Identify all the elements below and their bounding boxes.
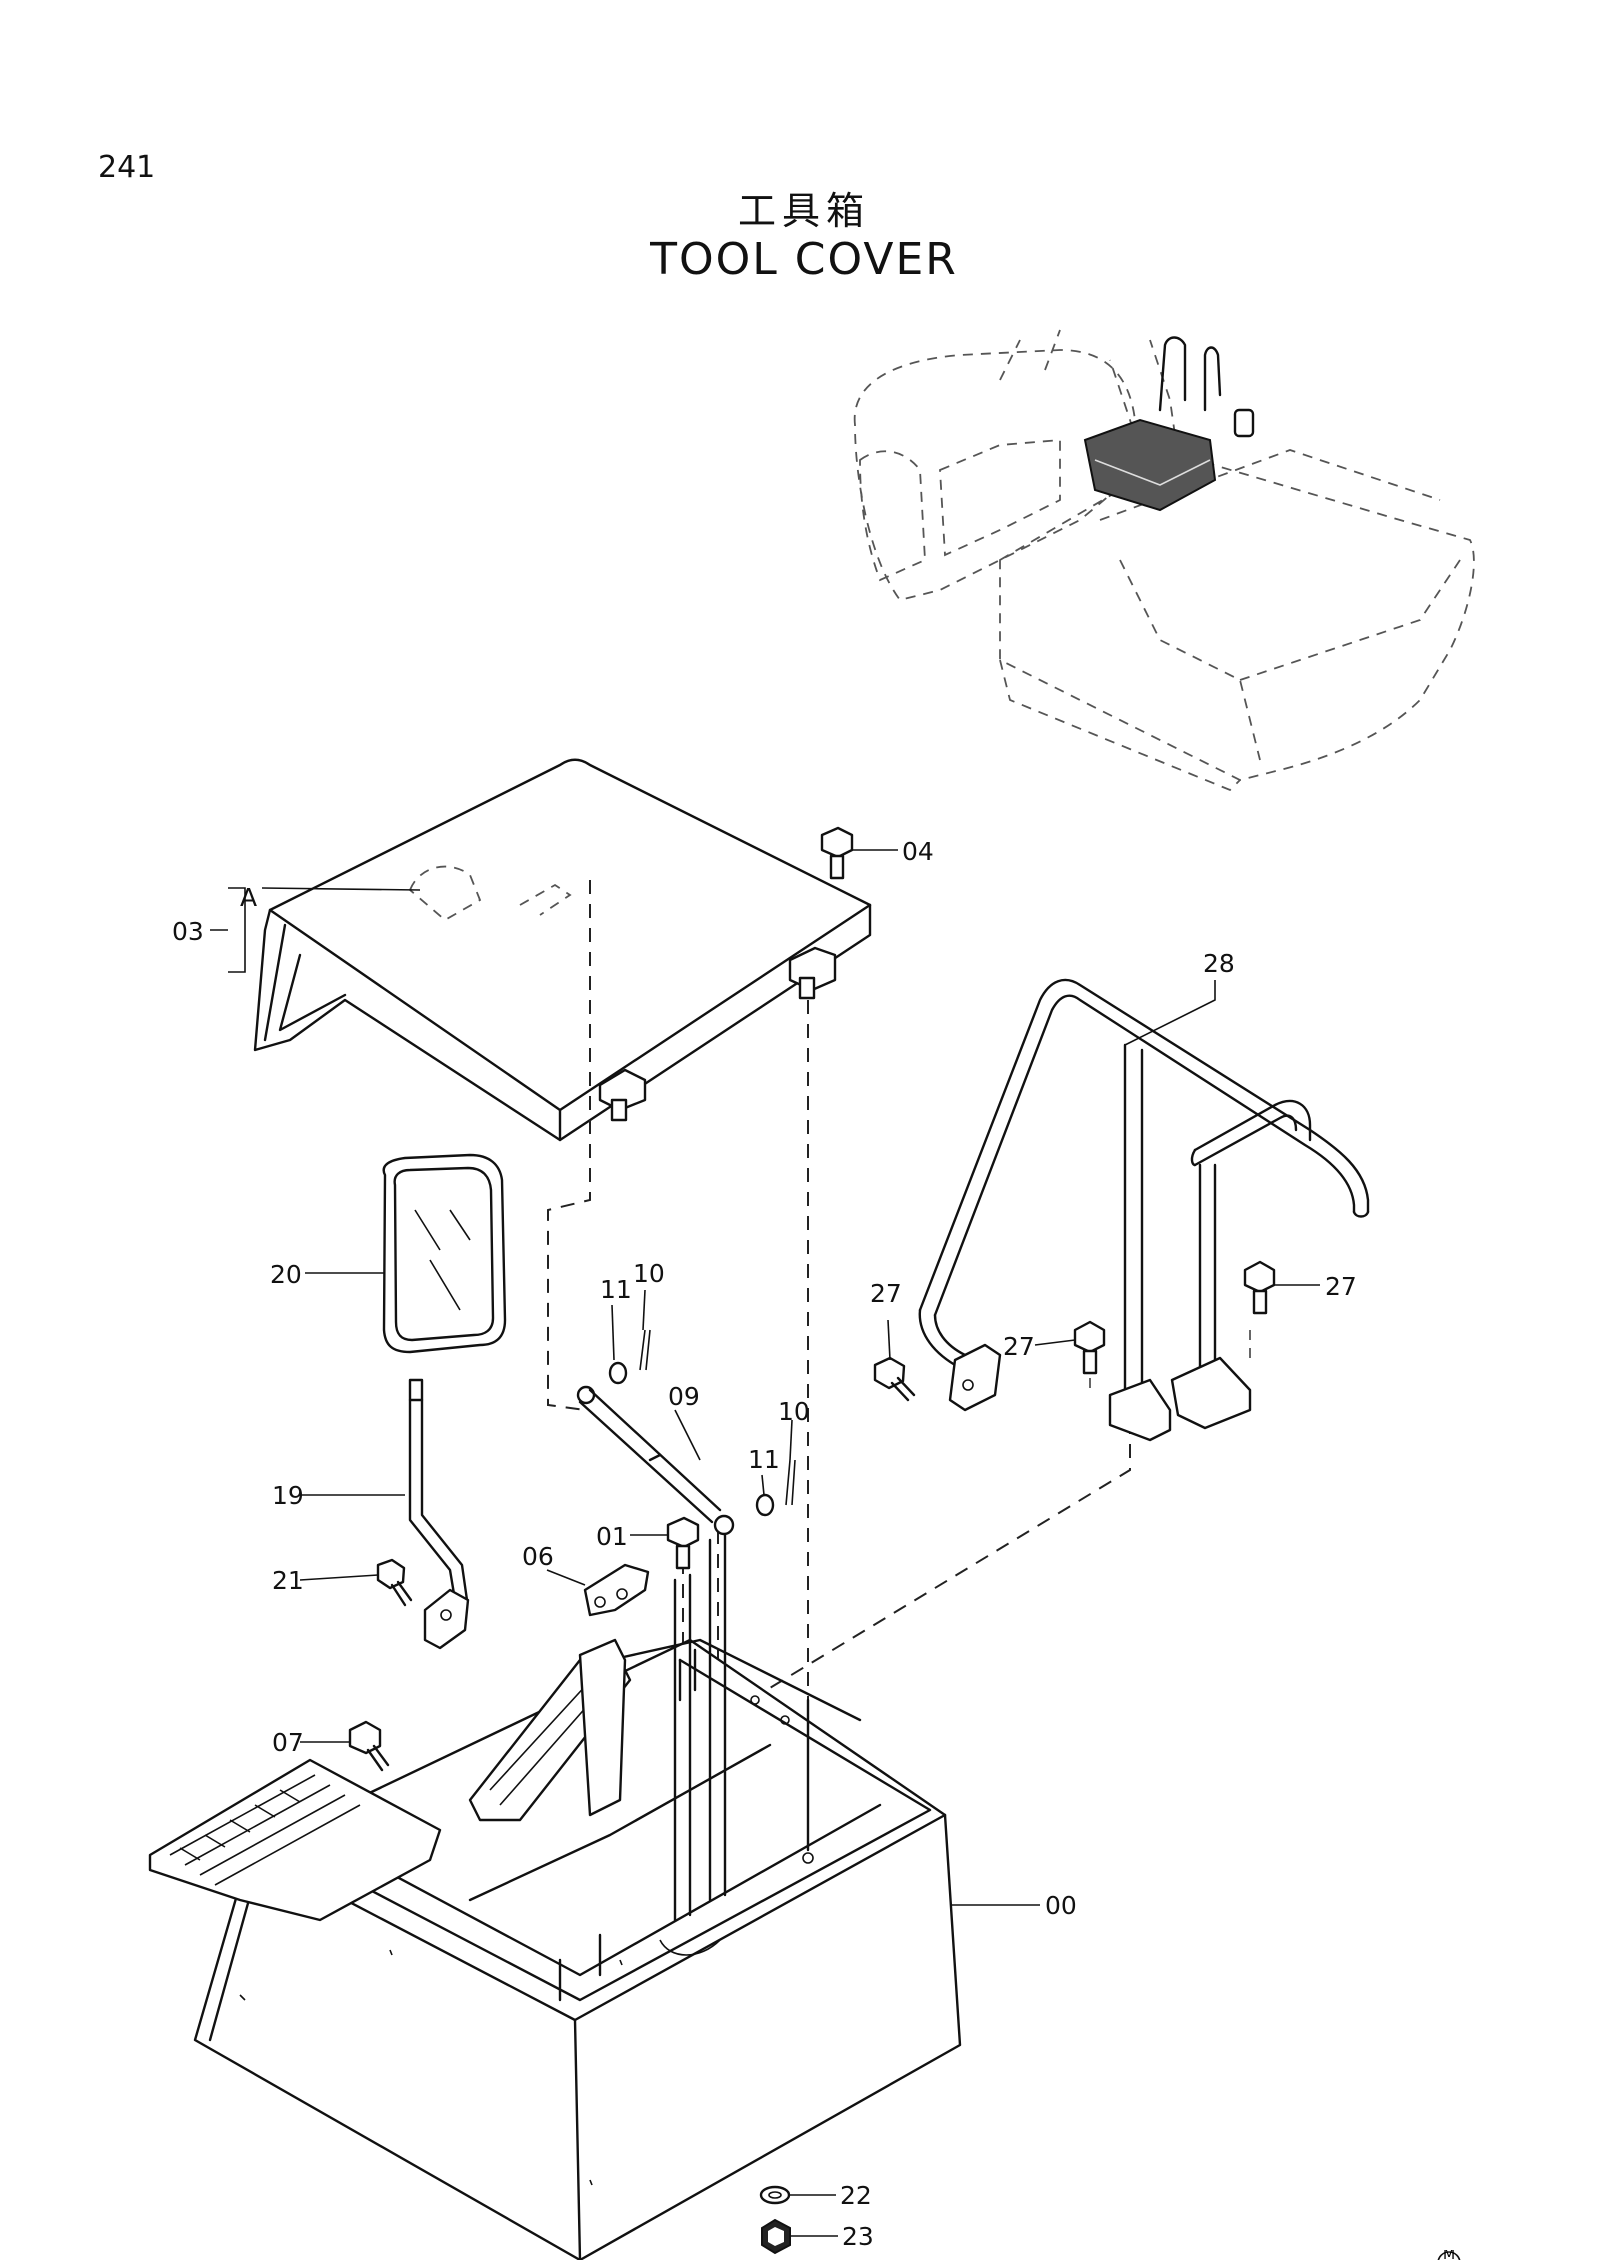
- top-cover-part-03: [253, 758, 872, 1142]
- mirror-stay-part-19: [408, 1378, 470, 1650]
- gas-spring-part-09: [576, 1385, 735, 1536]
- title-chinese: 工具箱: [737, 189, 870, 233]
- callout-19: 19: [272, 1481, 304, 1510]
- bolt-part-21: [376, 1558, 413, 1607]
- title-english: TOOL COVER: [650, 234, 958, 285]
- callout-27b: 27: [1003, 1332, 1035, 1361]
- callout-00: 00: [1045, 1891, 1077, 1920]
- hand-rail-part-28: [918, 978, 1370, 1442]
- callout-23: 23: [842, 2222, 874, 2251]
- callout-20: 20: [270, 1260, 302, 1289]
- callout-11a: 11: [600, 1275, 632, 1304]
- callout-22: 22: [840, 2181, 872, 2210]
- callout-10b: 10: [778, 1397, 810, 1426]
- callout-03: 03: [172, 917, 204, 946]
- callout-28: 28: [1203, 949, 1235, 978]
- callout-01: 01: [596, 1522, 628, 1551]
- page-number: 241: [98, 150, 156, 185]
- tool-box-part-00: [148, 1533, 962, 2260]
- callout-04: 04: [902, 837, 934, 866]
- callout-06: 06: [522, 1542, 554, 1571]
- callout-21: 21: [272, 1566, 304, 1595]
- bolt-part-01: [666, 1516, 700, 1570]
- bolt-part-07: [348, 1720, 390, 1772]
- nut-part-23: [761, 2218, 791, 2255]
- callout-10a: 10: [633, 1259, 665, 1288]
- washer-part-22: [759, 2185, 791, 2205]
- leader-lines: [210, 849, 1320, 2237]
- callout-07: 07: [272, 1728, 304, 1757]
- callout-labels: A 03 04 28 20 11 10 27 27 27 09 11 10 19…: [172, 837, 1357, 2251]
- callout-09: 09: [668, 1382, 700, 1411]
- excavator-location-view: [853, 329, 1475, 792]
- bolt-part-04: [820, 826, 854, 880]
- callout-A: A: [240, 883, 257, 912]
- callout-27a: 27: [870, 1279, 902, 1308]
- manufacturer-mark: M: [1437, 2250, 1461, 2260]
- callout-11b: 11: [748, 1445, 780, 1474]
- latch-part-06: [583, 1563, 650, 1617]
- pin-washer-parts: [608, 1329, 796, 1517]
- mirror-part-20: [382, 1153, 507, 1354]
- manufacturer-mark-letter: M: [1443, 2250, 1455, 2260]
- callout-27c: 27: [1325, 1272, 1357, 1301]
